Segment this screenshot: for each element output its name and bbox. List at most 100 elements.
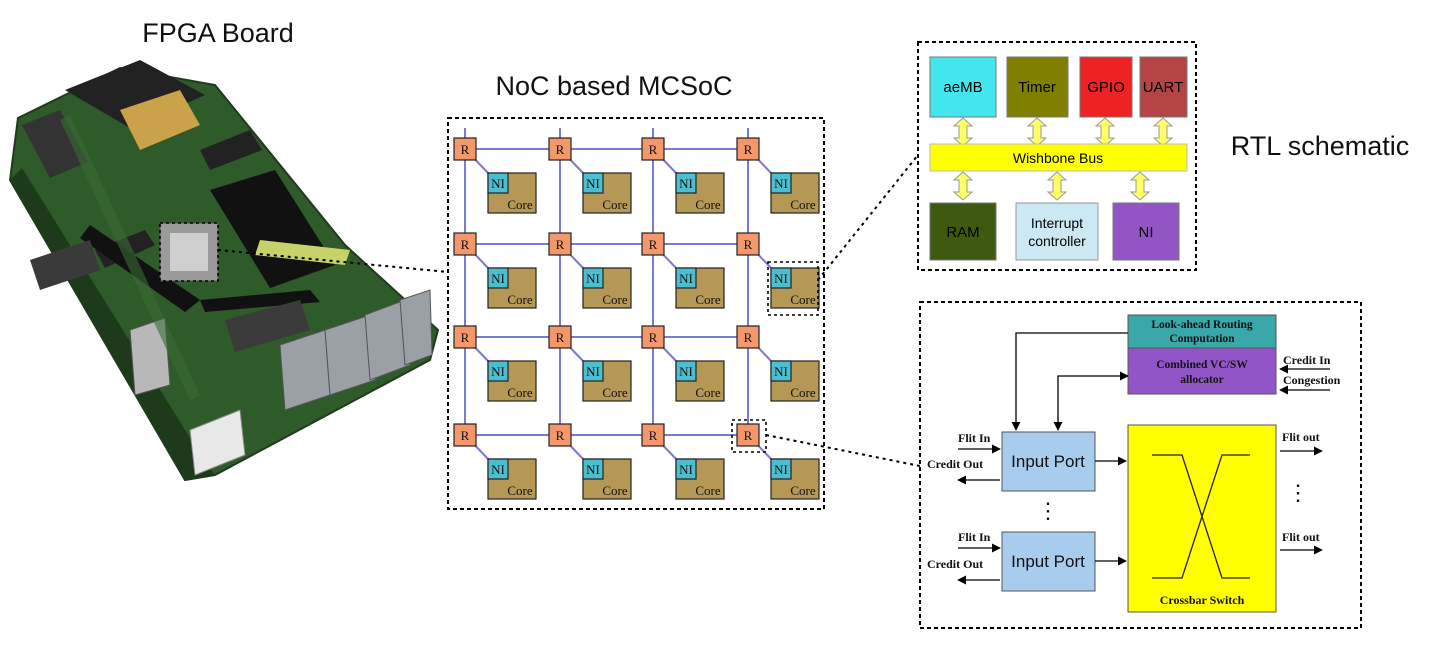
ram-label: RAM <box>946 224 979 241</box>
noc-ni-tile <box>675 267 697 289</box>
noc-ni-tile <box>770 458 792 480</box>
noc-router-label: R <box>556 142 565 157</box>
noc-ni-tile <box>675 360 697 382</box>
noc-ni-label: NI <box>491 364 505 379</box>
noc-core-label: Core <box>790 483 816 498</box>
bus-arrow-ni <box>1129 171 1151 201</box>
ram-block <box>929 202 997 261</box>
routing-to-port-line <box>1011 332 1128 431</box>
ni-block-label: NI <box>1139 224 1154 241</box>
flit-in-2-label: Flit In <box>958 530 991 544</box>
fpga-board-title: FPGA Board <box>142 18 294 48</box>
lookahead-routing-block <box>1127 314 1277 349</box>
noc-ni-label: NI <box>679 271 693 286</box>
noc-router-label: R <box>461 428 470 443</box>
noc-ni-tile <box>582 360 604 382</box>
noc-ni-tile <box>675 172 697 194</box>
noc-router-label: R <box>744 330 753 345</box>
noc-core-label: Core <box>602 483 628 498</box>
flit-out-1-label: Flit out <box>1282 430 1320 444</box>
noc-router-label: R <box>556 237 565 252</box>
noc-core-label: Core <box>507 292 533 307</box>
noc-ni-label: NI <box>491 462 505 477</box>
noc-ni-label: NI <box>586 176 600 191</box>
aemb-block <box>929 56 997 118</box>
connector-router-to-detail <box>765 434 921 467</box>
noc-ni-tile <box>487 172 509 194</box>
noc-ni-label: NI <box>774 462 788 477</box>
interrupt-label-line2: controller <box>1028 233 1086 249</box>
noc-ni-label: NI <box>586 364 600 379</box>
input-port-2-label: Input Port <box>1011 552 1085 571</box>
input-port-1 <box>1001 431 1096 492</box>
noc-core-label: Core <box>695 292 721 307</box>
noc-grid: NICoreRNICoreRNICoreRNICoreRNICoreRNICor… <box>453 128 820 500</box>
noc-router <box>641 137 665 161</box>
noc-router <box>641 423 665 447</box>
noc-ni-label: NI <box>679 462 693 477</box>
noc-router-label: R <box>649 237 658 252</box>
noc-router <box>548 423 572 447</box>
noc-router-label: R <box>556 428 565 443</box>
noc-core-label: Core <box>507 385 533 400</box>
noc-core-label: Core <box>790 385 816 400</box>
noc-router <box>453 325 477 349</box>
interrupt-controller-block <box>1015 202 1099 261</box>
rtl-schematic-title: RTL schematic <box>1231 131 1410 161</box>
flit-in-1-label: Flit In <box>958 431 991 445</box>
allocator-to-port-line <box>1053 371 1129 431</box>
noc-core-label: Core <box>507 483 533 498</box>
aemb-label: aeMB <box>943 79 982 96</box>
noc-router <box>548 137 572 161</box>
credit-out-2-label: Credit Out <box>927 557 983 571</box>
noc-ni-label: NI <box>586 462 600 477</box>
bus-arrow-interrupt <box>1046 171 1068 201</box>
noc-core-label: Core <box>602 292 628 307</box>
noc-router <box>453 232 477 256</box>
noc-ni-tile <box>487 458 509 480</box>
input-port-1-label: Input Port <box>1011 452 1085 471</box>
noc-ni-tile <box>487 360 509 382</box>
noc-router <box>548 325 572 349</box>
noc-router-label: R <box>744 237 753 252</box>
noc-ni-tile <box>770 267 792 289</box>
noc-core-label: Core <box>695 483 721 498</box>
noc-router <box>641 325 665 349</box>
noc-router-label: R <box>744 428 753 443</box>
gpio-block <box>1079 56 1133 118</box>
noc-router <box>736 232 760 256</box>
noc-core-label: Core <box>602 197 628 212</box>
congestion-label: Congestion <box>1283 373 1341 387</box>
noc-ni-tile <box>770 172 792 194</box>
timer-block <box>1006 56 1069 118</box>
credit-in-label: Credit In <box>1283 353 1331 367</box>
noc-ni-label: NI <box>491 271 505 286</box>
bus-arrow-ram <box>952 171 974 201</box>
noc-router-label: R <box>461 142 470 157</box>
wishbone-bus-label: Wishbone Bus <box>1013 150 1103 166</box>
noc-ni-label: NI <box>679 364 693 379</box>
router-detail: Look-ahead Routing Computation Combined … <box>927 314 1341 613</box>
noc-router-label: R <box>649 330 658 345</box>
noc-ni-tile <box>487 267 509 289</box>
input-port-2 <box>1001 531 1096 592</box>
noc-router-label: R <box>461 237 470 252</box>
noc-router-label: R <box>744 142 753 157</box>
vc-sw-allocator-block <box>1127 347 1277 395</box>
noc-router-label: R <box>556 330 565 345</box>
noc-router <box>641 232 665 256</box>
noc-title: NoC based MCSoC <box>495 71 732 101</box>
noc-ni-tile <box>675 458 697 480</box>
noc-ni-tile <box>582 267 604 289</box>
noc-core-label: Core <box>507 197 533 212</box>
noc-ni-tile <box>582 172 604 194</box>
lookahead-label-line2: Computation <box>1169 333 1235 345</box>
noc-ni-label: NI <box>679 176 693 191</box>
flit-out-2-label: Flit out <box>1282 530 1320 544</box>
noc-router <box>548 232 572 256</box>
allocator-label-line1: Combined VC/SW <box>1156 359 1248 371</box>
noc-core-label: Core <box>695 385 721 400</box>
noc-router-label: R <box>461 330 470 345</box>
noc-router-label: R <box>649 428 658 443</box>
noc-core-label: Core <box>790 197 816 212</box>
